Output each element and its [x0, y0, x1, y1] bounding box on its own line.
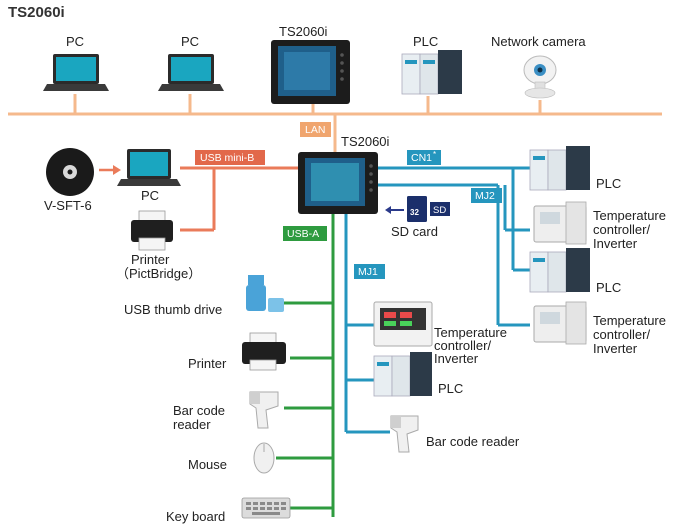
left-pc-label: PC — [141, 188, 159, 203]
usb-a-cable — [270, 213, 335, 517]
page-title: TS2060i — [8, 4, 65, 21]
usb-device-label-0: USB thumb drive — [124, 302, 222, 317]
svg-text:MJ1: MJ1 — [358, 266, 378, 278]
usb-device-sublabel-2: reader — [173, 417, 211, 432]
usb-mini-b-cable — [180, 166, 298, 232]
right-device-sublabel-1b: Inverter — [593, 236, 638, 251]
temperature-controller-icon — [373, 301, 433, 347]
top-pc1-label: PC — [66, 34, 84, 49]
cn1-tag: CN1 * — [407, 150, 441, 165]
usb-mini-b-tag: USB mini-B — [195, 150, 265, 165]
svg-text:*: * — [433, 150, 436, 159]
mj2-tag: MJ2 — [471, 188, 502, 203]
keyboard-icon — [241, 497, 291, 519]
arrow-left-icon — [385, 206, 404, 214]
printer-pictbridge-label: Printer — [131, 252, 170, 267]
laptop-icon — [117, 149, 181, 186]
plc-icon — [401, 50, 462, 95]
laptop-icon — [43, 54, 109, 91]
lan-tag: LAN — [300, 122, 331, 137]
main-hmi-label: TS2060i — [341, 134, 390, 149]
right-device-label-3: Temperature — [593, 313, 666, 328]
mouse-icon — [253, 442, 275, 474]
right-device-sublabel-3a: controller/ — [593, 327, 650, 342]
svg-text:USB-A: USB-A — [287, 228, 319, 240]
plc-icon — [529, 146, 590, 191]
top-pc2-label: PC — [181, 34, 199, 49]
mj1-device-sublabel-0a: controller/ — [434, 338, 491, 353]
right-device-sublabel-1a: controller/ — [593, 222, 650, 237]
plc-icon — [529, 248, 590, 293]
usb-device-label-1: Printer — [188, 356, 227, 371]
svg-text:32: 32 — [410, 208, 419, 217]
svg-text:LAN: LAN — [305, 124, 325, 136]
plc-icon — [373, 352, 432, 397]
usb-device-label-3: Mouse — [188, 457, 227, 472]
printer-icon — [131, 210, 173, 251]
usb-device-label-4: Key board — [166, 509, 225, 524]
svg-text:MJ2: MJ2 — [475, 190, 495, 202]
mj1-device-label-1: PLC — [438, 381, 463, 396]
main-hmi-panel-icon — [298, 152, 378, 214]
mj1-device-label-0: Temperature — [434, 325, 507, 340]
mj1-device-sublabel-0b: Inverter — [434, 351, 479, 366]
laptop-icon — [158, 54, 224, 91]
right-device-label-0: PLC — [596, 176, 621, 191]
inverter-icon — [533, 201, 587, 245]
network-camera-icon — [523, 55, 557, 99]
lan-bus — [8, 94, 662, 152]
software-disc-icon — [46, 148, 94, 196]
svg-text:SD: SD — [433, 205, 446, 216]
cn1-mj2-cable — [378, 166, 530, 327]
inverter-icon — [533, 301, 587, 345]
printer-icon — [242, 332, 286, 371]
barcode-reader-icon — [390, 415, 419, 453]
usb-thumb-drive-icon — [246, 275, 284, 312]
mj1-tag: MJ1 — [354, 264, 385, 279]
right-device-label-2: PLC — [596, 280, 621, 295]
usb-a-tag: USB-A — [283, 226, 327, 241]
printer-pictbridge-sub-label: （PictBridge） — [116, 266, 201, 281]
sd-card-label: SD card — [391, 224, 438, 239]
top-hmi-label: TS2060i — [279, 24, 328, 39]
svg-text:CN1: CN1 — [411, 152, 432, 164]
mj1-cable — [344, 213, 390, 434]
top-camera-label: Network camera — [491, 34, 586, 49]
mj1-device-label-2: Bar code reader — [426, 434, 520, 449]
usb-device-label-2: Bar code — [173, 403, 225, 418]
right-device-sublabel-3b: Inverter — [593, 341, 638, 356]
barcode-reader-icon — [249, 391, 279, 429]
right-device-label-1: Temperature — [593, 208, 666, 223]
svg-text:USB mini-B: USB mini-B — [200, 152, 254, 164]
hmi-panel-icon — [271, 40, 350, 104]
arrow-right-icon — [99, 165, 121, 175]
sd-card-icon: 32 SD — [407, 196, 450, 222]
top-plc-label: PLC — [413, 34, 438, 49]
software-label: V-SFT-6 — [44, 198, 92, 213]
